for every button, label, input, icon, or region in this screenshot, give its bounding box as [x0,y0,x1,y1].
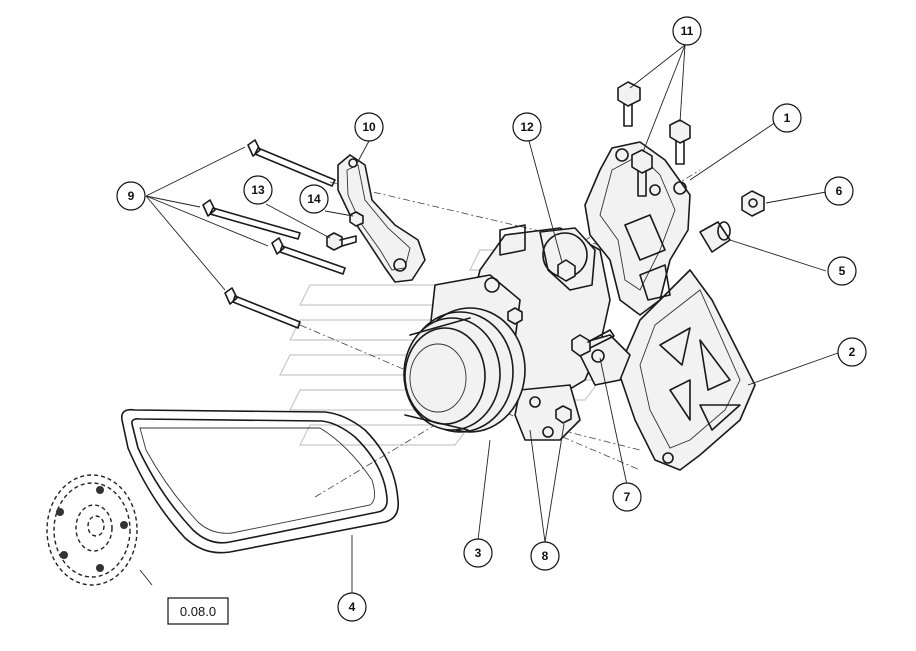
bolt-icon [202,139,346,329]
drive-belt-icon [120,408,400,554]
long-bolt-4 [224,287,301,329]
small-bolt-13 [326,232,357,251]
svg-text:13: 13 [251,183,265,197]
svg-text:3: 3 [475,546,482,560]
small-bolt-8 [507,307,572,424]
callout-5: 5 [827,256,857,286]
svg-text:4: 4 [349,600,356,614]
long-bolt-3 [271,237,346,275]
svg-text:1: 1 [784,111,791,125]
callout-2: 2 [837,337,867,367]
callout-11: 11 [672,16,702,46]
svg-text:8: 8 [542,549,549,563]
callout-3: 3 [463,538,493,568]
fan-pulley-icon [403,307,526,433]
long-bolt-2 [202,199,301,240]
svg-text:5: 5 [839,264,846,278]
svg-text:6: 6 [836,184,843,198]
svg-text:14: 14 [307,192,321,206]
svg-text:11: 11 [681,24,694,38]
reference-label: 0.08.0 [180,604,216,619]
mounting-bracket-icon [617,269,756,471]
callout-8: 8 [530,541,560,571]
callout-9: 9 [116,181,146,211]
short-bolt-2 [669,119,691,165]
spacer-icon [699,221,731,253]
callout-12: 12 [512,112,542,142]
svg-text:2: 2 [849,345,856,359]
small-bolt-12 [557,259,576,282]
short-bolt-3 [631,149,653,197]
callout-7: 7 [612,482,642,512]
svg-text:7: 7 [624,490,631,504]
callout-14: 14 [299,184,329,214]
bolt-icon [617,81,691,197]
callout-6: 6 [824,176,854,206]
svg-text:12: 12 [520,120,534,134]
svg-text:10: 10 [362,120,376,134]
leader-lines [139,44,839,593]
nut-icon [741,190,765,217]
short-bolt-1 [617,81,641,127]
callout-4: 4 [337,592,367,622]
svg-text:9: 9 [128,189,135,203]
fan-hub-reference-icon [46,474,138,586]
reference-box[interactable]: 0.08.0 [167,597,229,625]
small-bolt-14 [349,211,364,227]
callout-10: 10 [354,112,384,142]
long-bolt-1 [247,139,336,187]
callout-1: 1 [772,103,802,133]
callout-13: 13 [243,175,273,205]
small-bolt-7 [571,329,615,357]
